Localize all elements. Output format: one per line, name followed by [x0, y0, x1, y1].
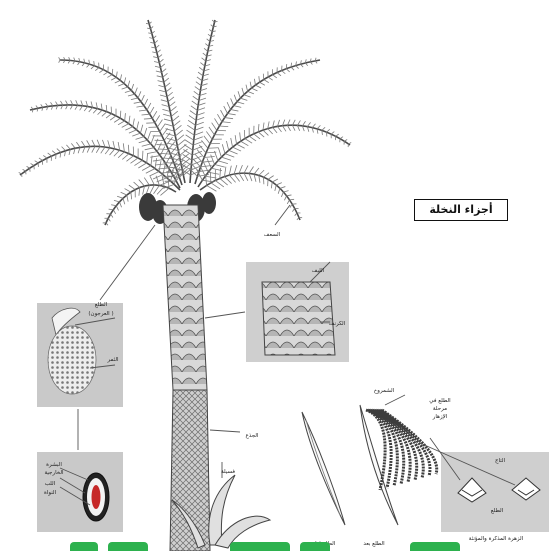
label-seed: النواة	[44, 490, 57, 496]
label-fruit: الثمر	[106, 357, 119, 363]
label-pollen: التاج	[495, 458, 506, 464]
fruit-cluster	[48, 326, 96, 394]
leaf-base-shape	[262, 282, 335, 355]
label-flesh: اللب	[45, 481, 56, 487]
label-leaf-base: الليف	[312, 268, 325, 274]
trunk-upper	[163, 205, 207, 390]
label-spathe-flowering-1: الطلع في	[429, 398, 451, 404]
flower-stalks	[366, 410, 437, 490]
label-spathe: الطلع	[95, 302, 108, 308]
frond	[20, 146, 180, 190]
label-outer-skin-2: الخارجية	[44, 470, 64, 476]
label-fronds: السعف	[264, 232, 281, 238]
label-kurnaf: الكرنف	[329, 320, 346, 327]
label-spathe-bracket: ( العرجون)	[88, 311, 113, 317]
label-trunk: الجذع	[246, 433, 259, 439]
palm-crown	[20, 20, 350, 225]
label-flowers: الزهرة المذكرة والمؤنثة	[469, 535, 524, 542]
frond	[190, 20, 215, 183]
label-ovary: الطلع	[491, 508, 504, 514]
label-offshoot: فسيلة	[221, 469, 235, 475]
label-spathe-flowering-2: مرحلة	[433, 406, 447, 412]
label-outer-skin-1: البشرة	[46, 462, 62, 468]
diagram-title: أجزاء النخلة	[414, 199, 508, 221]
date-seed	[92, 485, 101, 509]
label-spathe-after: الطلع بعد	[363, 541, 385, 547]
label-stalk: الشمروخ	[374, 388, 395, 394]
frond-leaflets	[19, 20, 351, 225]
label-spathe-flowering-3: الإزهار	[432, 414, 448, 420]
